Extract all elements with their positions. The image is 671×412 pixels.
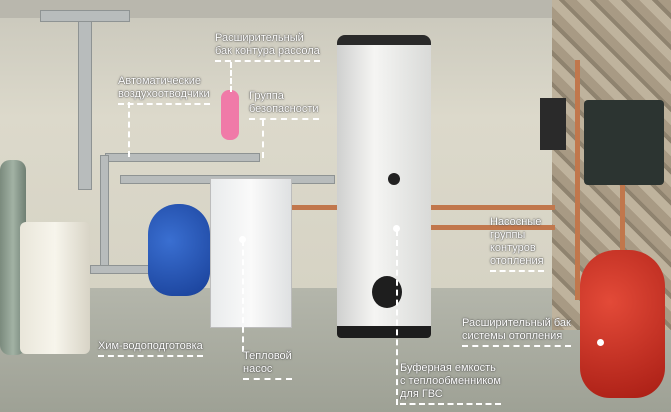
label-brine-expansion-tank: Расширительный бак контура рассола (215, 32, 320, 62)
heat-pump (210, 178, 292, 328)
ceiling (0, 0, 671, 18)
water-softener (20, 222, 90, 354)
pump-groups (584, 100, 664, 185)
brine-expansion-tank (221, 90, 239, 140)
copper-pipe (430, 205, 555, 210)
marker-dot (393, 225, 400, 232)
red-expansion-tank (580, 250, 665, 398)
label-pump-groups: Насосные группы контуров отопления (490, 216, 544, 272)
label-heating-expansion-tank: Расширительный бак системы отопления (462, 317, 571, 347)
drain-pipe (78, 20, 92, 190)
label-buffer-tank: Буферная емкость с теплообменником для Г… (400, 362, 501, 405)
leader-line (230, 62, 232, 92)
label-water-treatment: Хим-водоподготовка (98, 340, 203, 357)
drain-pipe-top (40, 10, 130, 22)
copper-pipe (620, 185, 625, 255)
leader-line (262, 120, 264, 158)
label-auto-air-vents: Автоматические воздухоотводчики (118, 75, 210, 105)
copper-pipe (292, 205, 338, 210)
control-box (540, 98, 566, 150)
tank-gauge (388, 173, 400, 185)
pipe (100, 155, 109, 270)
label-safety-group: Группа безопасности (249, 90, 319, 120)
marker-dot (239, 236, 246, 243)
blue-expansion-tank (148, 204, 210, 296)
leader-line (242, 240, 244, 352)
copper-pipe (430, 225, 555, 230)
leader-line (128, 102, 130, 157)
copper-pipe (575, 60, 580, 300)
label-heat-pump: Тепловой насос (243, 350, 292, 380)
leader-line (396, 230, 398, 405)
marker-dot (597, 339, 604, 346)
